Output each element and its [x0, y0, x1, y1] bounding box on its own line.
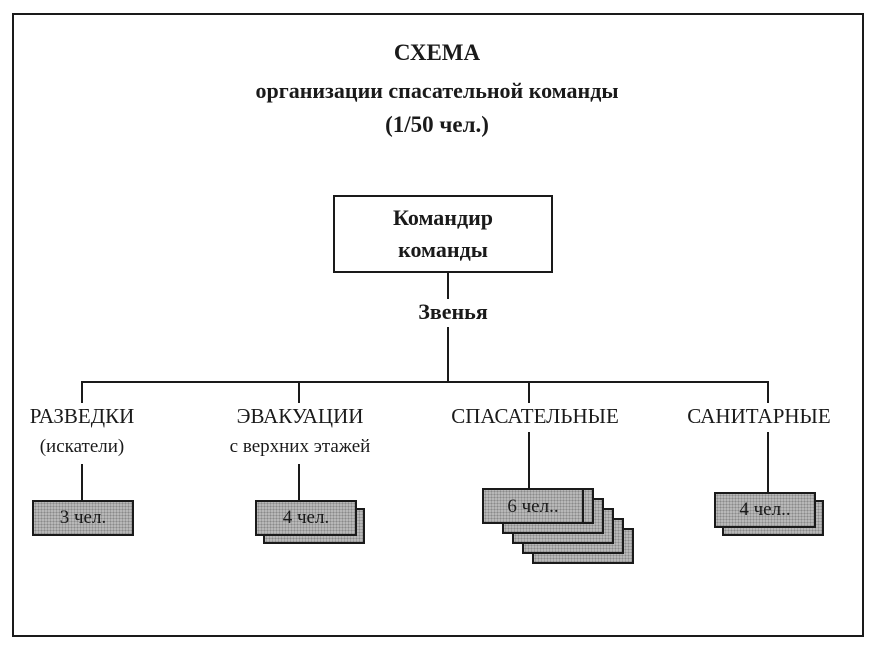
connector-to-unit-3 — [528, 381, 530, 403]
unit-3-title: СПАСАТЕЛЬНЫЕ — [451, 404, 619, 428]
unit-2-count: 4 чел. — [282, 507, 330, 528]
unit-3-connector — [528, 432, 530, 488]
connector-to-unit-1 — [81, 381, 83, 403]
unit-3-count-card: 6 чел.. — [482, 488, 584, 524]
unit-1-count-card: 3 чел. — [32, 500, 134, 536]
diagram-subtitle: организации спасательной команды — [255, 78, 619, 103]
unit-3-count: 6 чел.. — [507, 496, 559, 517]
unit-4-title: САНИТАРНЫЕ — [687, 404, 831, 428]
connector-to-unit-4 — [767, 381, 769, 403]
commander-label-line2: команды — [398, 237, 488, 262]
unit-4-connector — [767, 432, 769, 492]
connector-label-down — [447, 327, 449, 383]
diagram-frame — [12, 13, 864, 637]
unit-2-connector — [298, 464, 300, 500]
unit-2-title: ЭВАКУАЦИИ — [236, 404, 364, 428]
unit-4-count: 4 чел.. — [739, 499, 791, 520]
links-label: Звенья — [418, 299, 488, 324]
commander-box: Командир команды — [333, 195, 553, 273]
unit-2-subtitle: с верхних этажей — [229, 436, 371, 457]
connector-commander-down — [447, 273, 449, 299]
diagram-team-size: (1/50 чел.) — [385, 112, 489, 137]
unit-1-count: 3 чел. — [59, 507, 107, 528]
unit-1-subtitle: (искатели) — [39, 436, 125, 457]
diagram-title: СХЕМА — [393, 40, 481, 65]
unit-1-connector — [81, 464, 83, 500]
commander-label-line1: Командир — [393, 205, 493, 230]
unit-2-count-card: 4 чел. — [255, 500, 357, 536]
unit-1-title: РАЗВЕДКИ — [29, 404, 135, 428]
connector-to-unit-2 — [298, 381, 300, 403]
connector-horizontal-bus — [81, 381, 769, 383]
unit-4-count-card: 4 чел.. — [714, 492, 816, 528]
